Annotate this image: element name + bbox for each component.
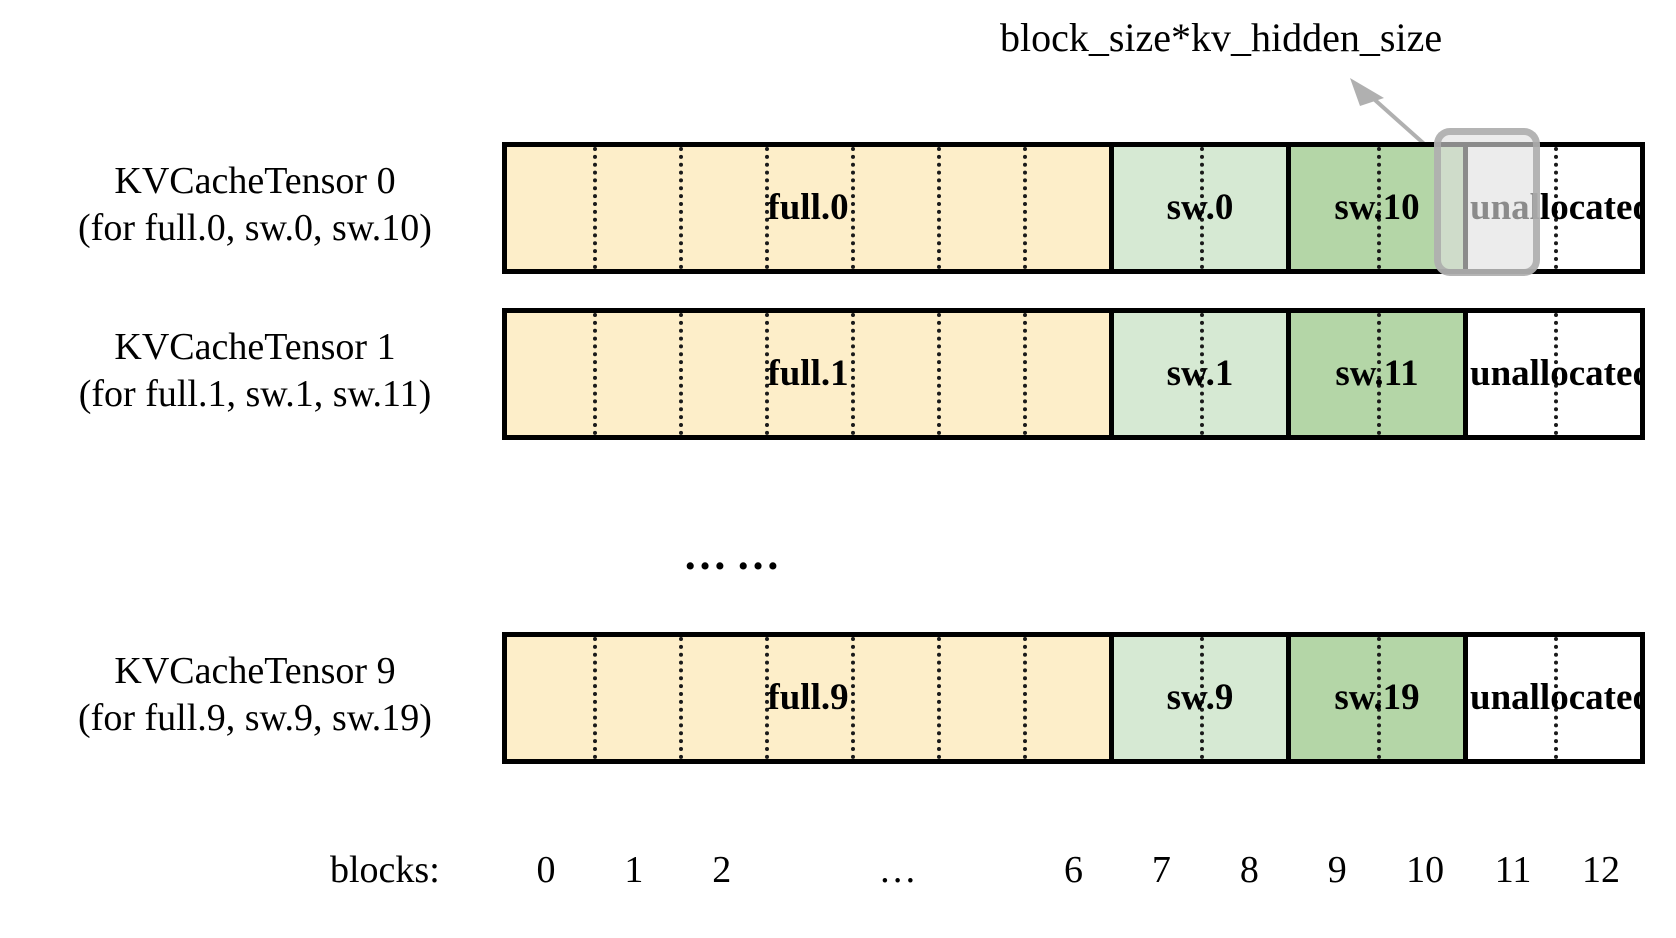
- block-divider: [1023, 147, 1027, 269]
- rows-ellipsis: ……: [683, 530, 789, 579]
- blocks-axis-title: blocks:: [330, 849, 440, 891]
- tensor-segment-label: full.9: [767, 677, 849, 719]
- block-divider: [765, 147, 769, 269]
- block-divider: [1377, 637, 1381, 759]
- blocks-axis-tick: 7: [1151, 849, 1171, 891]
- tensor-segment-full: full.0: [507, 147, 1109, 269]
- block-divider: [937, 637, 941, 759]
- block-divider: [1200, 637, 1204, 759]
- block-divider: [1377, 147, 1381, 269]
- tensor-segment-sw2: sw.11: [1286, 313, 1463, 435]
- block-divider: [1200, 147, 1204, 269]
- block-divider: [937, 147, 941, 269]
- tensor-row-label: KVCacheTensor 9 (for full.9, sw.9, sw.19): [20, 648, 490, 742]
- tensor-segment-unallocated: unallocated: [1463, 637, 1640, 759]
- blocks-axis-tick: 12: [1582, 849, 1621, 891]
- block-divider: [1023, 637, 1027, 759]
- tensor-row-subtitle: (for full.9, sw.9, sw.19): [78, 697, 432, 739]
- tensor-segment-unallocated: unallocated: [1463, 313, 1640, 435]
- tensor-row-label: KVCacheTensor 1 (for full.1, sw.1, sw.11): [20, 324, 490, 418]
- blocks-axis-tick: …: [878, 849, 917, 891]
- block-divider: [593, 313, 597, 435]
- block-divider: [593, 147, 597, 269]
- blocks-axis-tick: 8: [1239, 849, 1259, 891]
- block-divider: [1554, 313, 1558, 435]
- block-divider: [1200, 313, 1204, 435]
- tensor-segment-label: full.1: [767, 353, 849, 395]
- tensor-row-title: KVCacheTensor 1: [114, 326, 396, 368]
- block-divider: [593, 637, 597, 759]
- tensor-row-title: KVCacheTensor 0: [114, 160, 396, 202]
- block-divider: [851, 313, 855, 435]
- block-divider: [765, 637, 769, 759]
- tensor-segment-full: full.1: [507, 313, 1109, 435]
- tensor-row-subtitle: (for full.0, sw.0, sw.10): [78, 207, 432, 249]
- tensor-segment-sw: sw.0: [1109, 147, 1286, 269]
- block-divider: [1377, 313, 1381, 435]
- blocks-axis-tick: 6: [1063, 849, 1083, 891]
- block-divider: [1023, 313, 1027, 435]
- block-size-annotation-label: block_size*kv_hidden_size: [1000, 15, 1443, 60]
- tensor-segment-full: full.9: [507, 637, 1109, 759]
- tensor-row-label: KVCacheTensor 0 (for full.0, sw.0, sw.10): [20, 158, 490, 252]
- block-divider: [851, 637, 855, 759]
- tensor-segment-sw2: sw.19: [1286, 637, 1463, 759]
- block-divider: [679, 313, 683, 435]
- block-divider: [679, 637, 683, 759]
- tensor-row-title: KVCacheTensor 9: [114, 650, 396, 692]
- block-divider: [851, 147, 855, 269]
- blocks-axis-tick: 10: [1406, 849, 1445, 891]
- block-size-highlight-box: [1434, 128, 1540, 276]
- blocks-axis-tick: 1: [624, 849, 644, 891]
- blocks-axis-tick: 0: [536, 849, 556, 891]
- blocks-axis-tick: 2: [712, 849, 732, 891]
- blocks-axis-tick: 9: [1327, 849, 1347, 891]
- tensor-row-subtitle: (for full.1, sw.1, sw.11): [78, 373, 432, 415]
- tensor-segment-sw: sw.9: [1109, 637, 1286, 759]
- block-divider: [937, 313, 941, 435]
- tensor-segment-label: full.0: [767, 187, 849, 229]
- tensor-segment-sw: sw.1: [1109, 313, 1286, 435]
- block-divider: [765, 313, 769, 435]
- block-divider: [679, 147, 683, 269]
- block-divider: [1554, 147, 1558, 269]
- blocks-axis-tick: 11: [1494, 849, 1532, 891]
- block-divider: [1554, 637, 1558, 759]
